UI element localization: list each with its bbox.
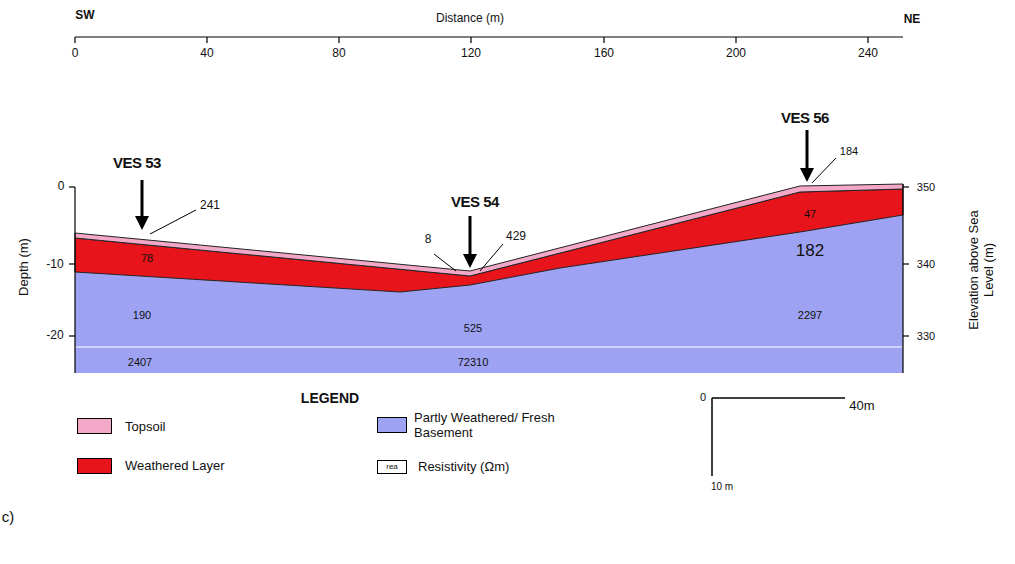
legend-swatch <box>77 458 112 474</box>
tick-label: -20 <box>46 329 63 343</box>
tick-label: 240 <box>858 47 878 61</box>
resistivity-value: 525 <box>464 322 482 335</box>
tick-label: 0 <box>58 180 65 194</box>
resistivity-value: 47 <box>804 208 816 221</box>
tick-label: 40 <box>200 47 213 61</box>
resistivity-value: 8 <box>425 233 432 247</box>
legend-text: Weathered Layer <box>125 459 225 474</box>
resistivity-value: 72310 <box>458 356 489 369</box>
tick-label: -10 <box>46 258 63 272</box>
legend-text: Resistivity (Ωm) <box>418 460 509 475</box>
tick-label: 200 <box>726 47 746 61</box>
tick-label: 330 <box>917 330 935 343</box>
axis-title: Distance (m) <box>436 12 504 26</box>
resistivity-value: 241 <box>200 199 220 213</box>
resistivity-value: 78 <box>141 252 153 265</box>
axis-title: Elevation above Sea Level (m) <box>967 200 997 340</box>
axis-title: Depth (m) <box>17 238 32 296</box>
tick-label: 340 <box>917 258 935 271</box>
legend-text: Topsoil <box>125 420 165 435</box>
legend-sample-text: rea <box>386 462 398 471</box>
tick-label: 120 <box>461 47 481 61</box>
legend-swatch <box>77 418 112 434</box>
ves-label: VES 53 <box>113 154 161 171</box>
resistivity-value: 184 <box>840 145 858 158</box>
resistivity-value: 190 <box>133 309 151 322</box>
tick-label: 0 <box>72 47 79 61</box>
compass-label: NE <box>904 13 921 27</box>
scale-label: 10 m <box>711 481 733 493</box>
tick-label: 350 <box>917 181 935 194</box>
ves-label: VES 54 <box>451 193 499 210</box>
legend-title: LEGEND <box>301 390 359 406</box>
resistivity-value: 182 <box>796 241 824 261</box>
resistivity-value: 2407 <box>128 356 152 369</box>
compass-label: SW <box>75 9 94 23</box>
legend-swatch <box>377 417 407 433</box>
scale-label: 40m <box>849 399 874 414</box>
tick-label: 80 <box>332 47 345 61</box>
panel-label: c) <box>2 508 15 525</box>
ves-label: VES 56 <box>781 109 829 126</box>
resistivity-value: 429 <box>506 230 526 244</box>
scale-label: 0 <box>700 391 706 404</box>
legend-text: Partly Weathered/ Fresh Basement <box>414 411 564 441</box>
resistivity-value: 2297 <box>798 309 822 322</box>
tick-label: 160 <box>594 47 614 61</box>
